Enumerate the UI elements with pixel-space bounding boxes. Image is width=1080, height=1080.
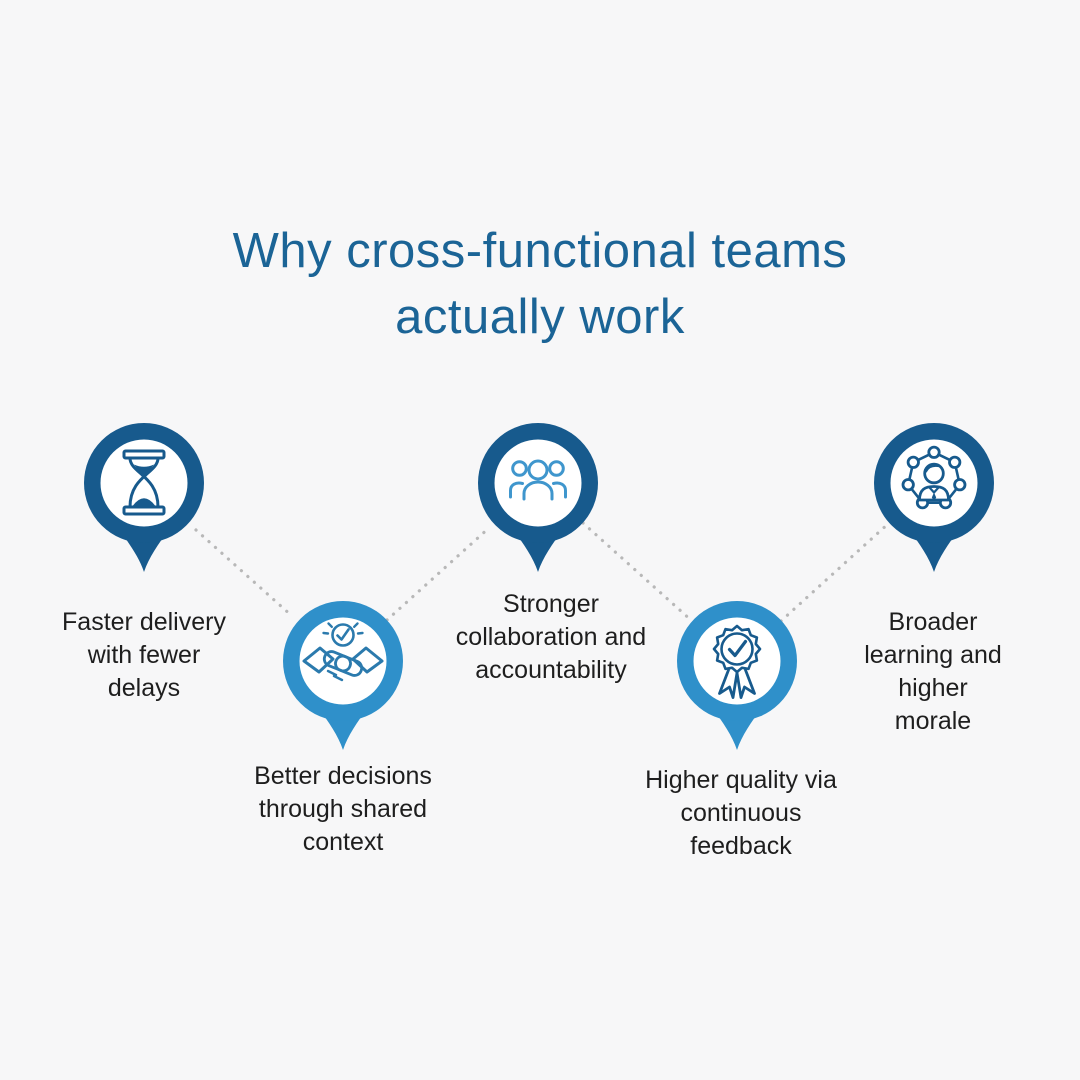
marker-faster-delivery	[79, 421, 209, 584]
step-label-higher-quality: Higher quality via continuous feedback	[645, 766, 837, 860]
marker-collaboration	[473, 421, 603, 584]
handshake-icon	[302, 622, 384, 682]
network-person-icon	[901, 445, 967, 510]
marker-better-decisions	[278, 599, 408, 762]
marker-broader-learning	[869, 421, 999, 584]
step-label-better-decisions: Better decisions through shared context	[254, 762, 432, 856]
marker-inner	[100, 439, 188, 527]
award-ribbon-icon	[712, 624, 762, 699]
hourglass-icon	[122, 449, 166, 516]
marker-higher-quality	[672, 599, 802, 762]
connector-4-5	[779, 521, 891, 623]
connector-2-3	[385, 525, 492, 622]
team-icon	[509, 459, 567, 501]
step-label-broader-learning: Broader learning and higher morale	[864, 608, 1002, 735]
marker-inner	[693, 617, 781, 705]
step-label-faster-delivery: Faster delivery with fewer delays	[62, 608, 226, 702]
marker-inner	[299, 617, 387, 705]
step-label-collaboration: Stronger collaboration and accountabilit…	[455, 590, 647, 684]
page-title: Why cross-functional teams actually work	[232, 224, 848, 344]
connector-3-4	[581, 521, 694, 623]
